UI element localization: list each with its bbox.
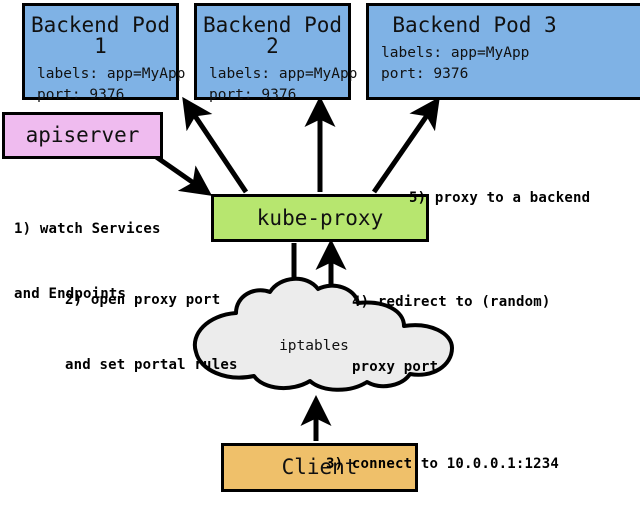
pod-labels: labels: app=MyApp	[37, 66, 186, 82]
client-node: Client	[221, 443, 418, 492]
apiserver-node: apiserver	[2, 112, 163, 159]
kube-proxy-label: kube-proxy	[256, 205, 384, 230]
step-2-line-1: 2) open proxy port	[65, 292, 221, 309]
arrow-kubeproxy-to-pod3	[371, 96, 440, 194]
pod-port: port: 9376	[381, 66, 469, 83]
step-4-line-2: proxy port	[352, 359, 439, 376]
pod-port: port: 9376	[37, 87, 125, 104]
iptables-cloud	[192, 276, 454, 392]
step-3-label: 3) connect to 10.0.0.1:1234	[326, 411, 559, 519]
pod-title: Backend Pod 3	[392, 13, 557, 37]
backend-pod-2: Backend Pod 2 labels: app=MyApp port: 93…	[194, 3, 358, 103]
pod-labels: labels: app=MyApp	[209, 66, 358, 82]
kube-proxy-node: kube-proxy	[211, 194, 429, 242]
pod-title: Backend Pod 2	[202, 13, 343, 58]
backend-pod-1: Backend Pod 1 labels: app=MyApp port: 93…	[22, 3, 186, 103]
backend-pod-3: Backend Pod 3 labels: app=MyApp port: 93…	[366, 3, 640, 100]
step-5-line-1: 5) proxy to a backend	[409, 190, 591, 207]
step-2-line-2: and set portal rules	[65, 357, 238, 374]
pod-labels: labels: app=MyApp	[381, 45, 530, 61]
step-1-line-1: 1) watch Services	[14, 221, 161, 238]
step-1-line-2: and Endpoints	[14, 286, 127, 303]
apiserver-label: apiserver	[25, 123, 140, 147]
diagram-canvas: Backend Pod 1 labels: app=MyApp port: 93…	[2, 3, 640, 492]
step-5-label: 5) proxy to a backend	[409, 145, 590, 253]
arrow-kubeproxy-to-pod1	[182, 96, 249, 194]
step-1-label: 1) watch Services and Endpoints	[14, 176, 161, 350]
pod-port: port: 9376	[209, 87, 297, 104]
pod-title: Backend Pod 1	[30, 13, 171, 58]
step-4-line-1: 4) redirect to (random)	[352, 294, 551, 311]
step-2-label: 2) open proxy port and set portal rules	[65, 247, 238, 421]
connector-layer	[150, 95, 454, 441]
arrow-apiserver-to-kubeproxy	[150, 151, 213, 196]
client-label: Client	[281, 455, 358, 479]
step-3-line-1: 3) connect to 10.0.0.1:1234	[326, 456, 559, 473]
step-4-label: 4) redirect to (random) proxy port	[352, 249, 550, 423]
